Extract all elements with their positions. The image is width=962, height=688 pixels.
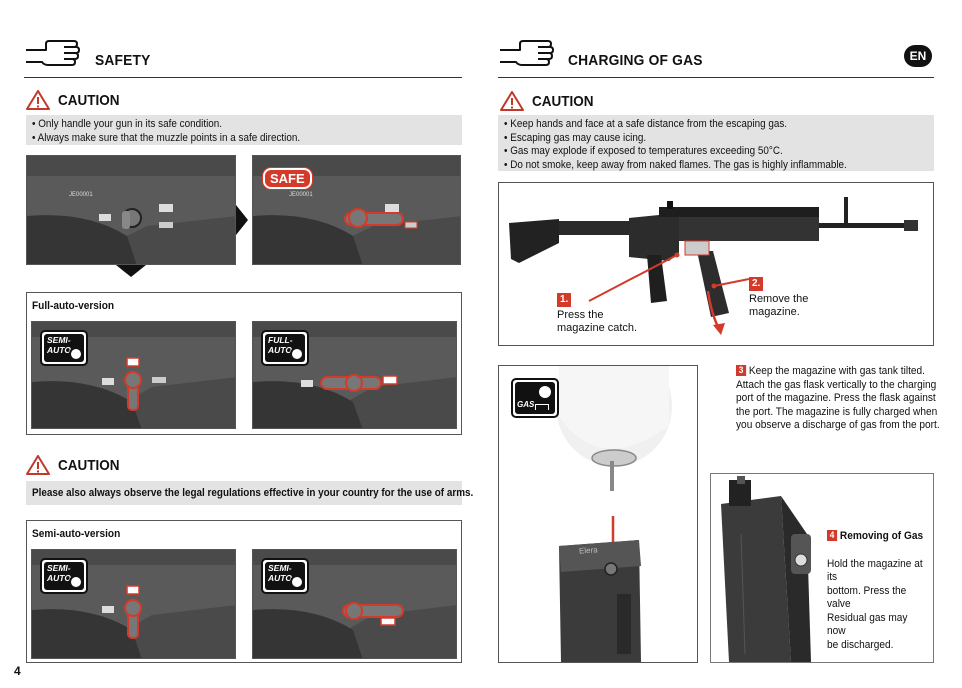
caution-heading: CAUTION xyxy=(500,91,600,111)
caution-heading: CAUTION xyxy=(26,90,126,110)
badge-line: AUTO xyxy=(47,572,71,583)
section-title-safety: SAFETY xyxy=(95,52,151,69)
step-line: magazine. xyxy=(749,306,800,318)
step-4-title: Removing of Gas xyxy=(839,530,924,542)
step-line: Residual gas may now xyxy=(827,611,908,638)
section-title-charging: CHARGING OF GAS xyxy=(568,52,703,69)
receiver-photo-semi: SEMI-AUTO xyxy=(31,321,236,429)
badge-line: SEMI- xyxy=(47,335,71,345)
step-2-text: 2. Remove the magazine. xyxy=(749,277,808,320)
arrow-right-icon xyxy=(236,205,248,235)
caution-title: CAUTION xyxy=(532,92,594,110)
safe-badge: SAFE xyxy=(263,168,312,189)
step-line-text: Keep the magazine with gas tank tilted. xyxy=(748,365,925,377)
caution-line: • Do not smoke, keep away from naked fla… xyxy=(504,158,847,171)
warning-icon xyxy=(26,90,50,110)
badge-line: SEMI- xyxy=(47,563,71,573)
step-1-text: 1. Press the magazine catch. xyxy=(557,293,637,336)
magazine-illustration xyxy=(711,474,933,662)
receiver-photo-safe-left: JE00001 xyxy=(26,155,236,265)
step-4-number: 4 xyxy=(827,530,838,541)
step-line: Hold the magazine at its xyxy=(827,557,923,584)
caution-line: • Gas may explode if exposed to temperat… xyxy=(504,145,783,157)
badge-line: AUTO xyxy=(268,344,292,355)
serial-label: JE00001 xyxy=(69,192,93,198)
full-auto-panel: Full-auto-version SEMI-AUTO FULL xyxy=(26,292,462,435)
language-badge: EN xyxy=(904,45,932,67)
semi-auto-panel: Semi-auto-version SEMI-AUTO SEMI-AUTO xyxy=(26,520,462,663)
receiver-photo-semi-a: SEMI-AUTO xyxy=(31,549,236,659)
pointing-hand-icon xyxy=(26,40,80,66)
gas-icon: GAS xyxy=(511,378,559,418)
step-line: the port. The magazine is fully charged … xyxy=(736,405,938,418)
receiver-photo-full: FULL-AUTO xyxy=(252,321,457,429)
divider xyxy=(24,77,462,78)
caution-heading-2: CAUTION xyxy=(26,455,126,475)
magazine-brand: Elera xyxy=(578,545,598,556)
step-line: bottom. Press the valve xyxy=(827,584,907,611)
caution-line: • Always make sure that the muzzle point… xyxy=(32,131,301,144)
serial-label: JE00001 xyxy=(289,192,313,198)
caution-title: CAUTION xyxy=(58,456,120,474)
caution-line: • Escaping gas may cause icing. xyxy=(504,131,647,144)
badge-line: FULL- xyxy=(268,335,293,345)
badge-line: AUTO xyxy=(47,344,71,355)
step-line: Attach the gas flask vertically to the c… xyxy=(736,378,937,391)
full-auto-title: Full-auto-version xyxy=(32,300,115,312)
receiver-photo-safe-right: JE00001 SAFE xyxy=(252,155,461,265)
step-line: magazine catch. xyxy=(557,322,638,334)
caution-box: • Only handle your gun in its safe condi… xyxy=(26,115,462,145)
caution-box: • Keep hands and face at a safe distance… xyxy=(498,115,934,171)
page-number: 4 xyxy=(14,664,21,678)
step-2-number: 2. xyxy=(749,277,764,291)
step-line: Remove the xyxy=(749,292,809,305)
step-1-number: 1. xyxy=(557,293,572,307)
receiver-photo-semi-b: SEMI-AUTO xyxy=(252,549,457,659)
badge-line: SEMI- xyxy=(268,563,292,573)
step-line: port of the magazine. Press the flask ag… xyxy=(736,392,936,404)
gas-charging-panel: Elera GAS xyxy=(498,365,698,663)
semi-auto-badge: SEMI-AUTO xyxy=(40,558,88,594)
warning-icon xyxy=(26,455,50,475)
gas-icon-label: GAS xyxy=(517,400,535,409)
rifle-panel: 1. Press the magazine catch. 2. Remove t… xyxy=(498,182,934,346)
arrow-down-icon xyxy=(116,265,146,277)
divider xyxy=(498,77,934,78)
pointing-hand-icon xyxy=(500,40,554,66)
caution-box-2: Please also always observe the legal reg… xyxy=(26,481,474,505)
caution-title: CAUTION xyxy=(58,91,120,109)
semi-auto-badge: SEMI-AUTO xyxy=(261,558,309,594)
step-line: be discharged. xyxy=(827,638,894,651)
step-line: you observe a discharge of gas from the … xyxy=(736,419,940,431)
semi-auto-badge: SEMI-AUTO xyxy=(40,330,88,366)
semi-auto-title: Semi-auto-version xyxy=(32,528,121,540)
gas-flask-illustration xyxy=(556,366,672,662)
caution-line: • Keep hands and face at a safe distance… xyxy=(504,118,788,130)
badge-line: AUTO xyxy=(268,572,292,583)
rifle-illustration xyxy=(509,197,918,335)
warning-icon xyxy=(500,91,524,111)
full-auto-badge: FULL-AUTO xyxy=(261,330,309,366)
step-line: Press the xyxy=(557,308,604,321)
step-3-number: 3 xyxy=(736,365,747,376)
caution-line: Please also always observe the legal reg… xyxy=(32,487,474,499)
caution-line: • Only handle your gun in its safe condi… xyxy=(32,118,223,130)
